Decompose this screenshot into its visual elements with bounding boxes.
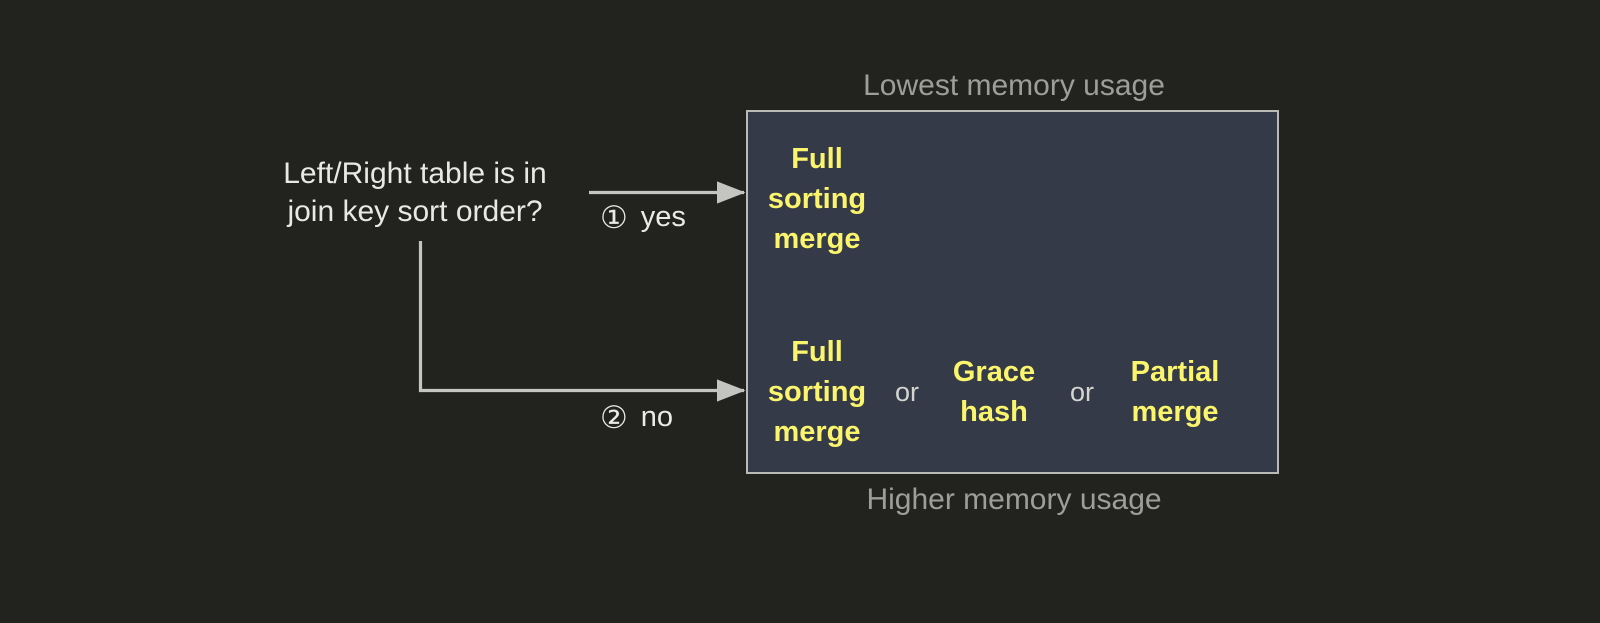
outcome-option-grace-hash: Grace hash xyxy=(952,356,1036,428)
branch-text-yes: yes xyxy=(640,201,686,233)
caption-lowest-memory: Lowest memory usage xyxy=(863,69,1165,102)
outcome-row-unsorted: Full sorting merge or Grace hash or Part… xyxy=(748,327,1277,457)
outcome-separator-or-1: or xyxy=(894,377,919,407)
branch-number-1: ① xyxy=(600,199,628,235)
caption-higher-memory: Higher memory usage xyxy=(866,483,1162,516)
outcome-row-sorted: Full sorting merge xyxy=(748,134,1277,264)
decision-question: Left/Right table is in join key sort ord… xyxy=(283,157,547,228)
outcome-box: Full sorting merge Full sorting merge or… xyxy=(746,110,1279,474)
branch-text-no: no xyxy=(640,401,674,433)
outcome-option-partial-merge: Partial merge xyxy=(1130,356,1220,428)
branch-number-2: ② xyxy=(600,399,628,435)
outcome-option-full-sorting-merge-sorted: Full sorting merge xyxy=(767,143,867,255)
branch-label-no: ② no xyxy=(600,400,673,434)
outcome-separator-or-2: or xyxy=(1069,377,1094,407)
branch-label-yes: ① yes xyxy=(600,200,686,234)
outcome-option-full-sorting-merge: Full sorting merge xyxy=(767,336,867,448)
